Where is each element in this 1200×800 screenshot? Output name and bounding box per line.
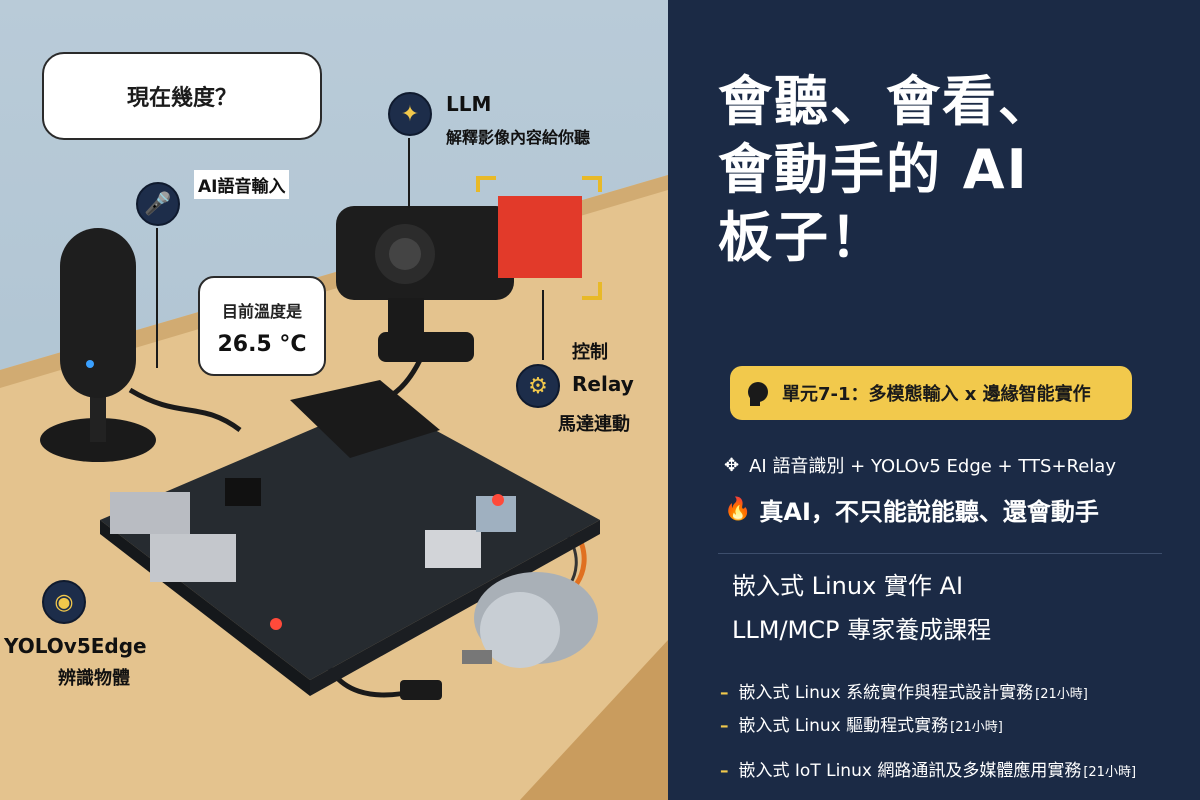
- speaking-head-icon: [748, 382, 768, 406]
- dev-board: [100, 380, 600, 696]
- detected-object: [476, 176, 602, 300]
- divider: [718, 553, 1162, 554]
- flame-icon: 🔥: [724, 497, 752, 522]
- subcourse-item: – 嵌入式 Linux 系統實作與程式設計實務 [21小時]: [720, 678, 1088, 703]
- question-text: 現在幾度？: [126, 86, 237, 111]
- temperature-value: 26.5 °C: [217, 332, 307, 357]
- temperature-caption: 目前溫度是: [221, 302, 302, 321]
- microphone: [40, 228, 156, 462]
- unit-badge-label: 單元7-1：多模態輸入 x 邊緣智能實作: [782, 384, 1091, 405]
- llm-brain-icon: ✦: [388, 92, 432, 136]
- voice-leader-line: [156, 228, 158, 368]
- dc-motor: [462, 572, 598, 668]
- info-panel: 會聽、會看、 會動手的 AI 板子！ 單元7-1：多模態輸入 x 邊緣智能實作 …: [668, 0, 1200, 800]
- feature-line-2: 🔥 真AI，不只能說能聽、還會動手: [724, 492, 1099, 527]
- yolo-label-line2: 辨識物體: [58, 668, 130, 689]
- temperature-bubble: 目前溫度是 26.5 °C: [198, 276, 326, 376]
- subcourse-item: – 嵌入式 Linux 驅動程式實務 [21小時]: [720, 711, 1003, 736]
- scene-drawing: [0, 175, 668, 800]
- feature-line-1: ✥ AI 語音識別 + YOLOv5 Edge + TTS+Relay: [724, 452, 1116, 478]
- gear-icon: ⚙: [516, 364, 560, 408]
- feature-1-text: AI 語音識別 + YOLOv5 Edge + TTS+Relay: [749, 456, 1116, 477]
- subcourse-name: 嵌入式 Linux 系統實作與程式設計實務: [738, 683, 1034, 703]
- webcam: [336, 206, 514, 362]
- network-icon: ✥: [724, 454, 740, 476]
- dash-marker: –: [720, 716, 729, 736]
- headline-line3: 板子！: [718, 206, 886, 269]
- relay-label-line1: 控制: [572, 342, 608, 363]
- illustration: 現在幾度？ 🎤 AI語音輸入 ✦ LLM 解釋影像內容給你聽 目前溫度是 26.…: [0, 0, 668, 800]
- subcourse-item: – 嵌入式 IoT Linux 網路通訊及多媒體應用實務 [21小時]: [720, 756, 1136, 781]
- subcourse-name: 嵌入式 IoT Linux 網路通訊及多媒體應用實務: [738, 761, 1082, 781]
- unit-badge: 單元7-1：多模態輸入 x 邊緣智能實作: [730, 366, 1132, 420]
- question-bubble: 現在幾度？: [42, 52, 322, 140]
- yolo-label-line1: YOLOv5Edge: [4, 634, 147, 658]
- voice-label: AI語音輸入: [194, 170, 290, 199]
- headline: 會聽、會看、 會動手的 AI 板子！: [718, 68, 1188, 272]
- relay-label-line2: Relay: [572, 372, 634, 396]
- dash-marker: –: [720, 683, 729, 703]
- course-title-line2: LLM/MCP 專家養成課程: [732, 616, 992, 644]
- subcourse-name: 嵌入式 Linux 驅動程式實務: [738, 716, 949, 736]
- relay-label-line3: 馬達連動: [558, 414, 630, 435]
- headline-line2: 會動手的 AI: [718, 138, 1029, 201]
- feature-2-text: 真AI，不只能說能聽、還會動手: [759, 498, 1099, 526]
- eye-icon: ◉: [42, 580, 86, 624]
- relay-leader-line: [542, 290, 544, 360]
- subcourse-hours: [21小時]: [950, 720, 1003, 735]
- subcourse-hours: [21小時]: [1035, 687, 1088, 702]
- llm-title: LLM: [446, 92, 492, 116]
- dash-marker: –: [720, 761, 729, 781]
- llm-leader-line: [408, 138, 410, 208]
- course-title-line1: 嵌入式 Linux 實作 AI: [732, 572, 964, 600]
- subcourse-hours: [21小時]: [1083, 765, 1137, 780]
- headline-line1: 會聽、會看、: [718, 70, 1054, 133]
- llm-description: 解釋影像內容給你聽: [446, 128, 591, 147]
- microphone-icon: 🎤: [136, 182, 180, 226]
